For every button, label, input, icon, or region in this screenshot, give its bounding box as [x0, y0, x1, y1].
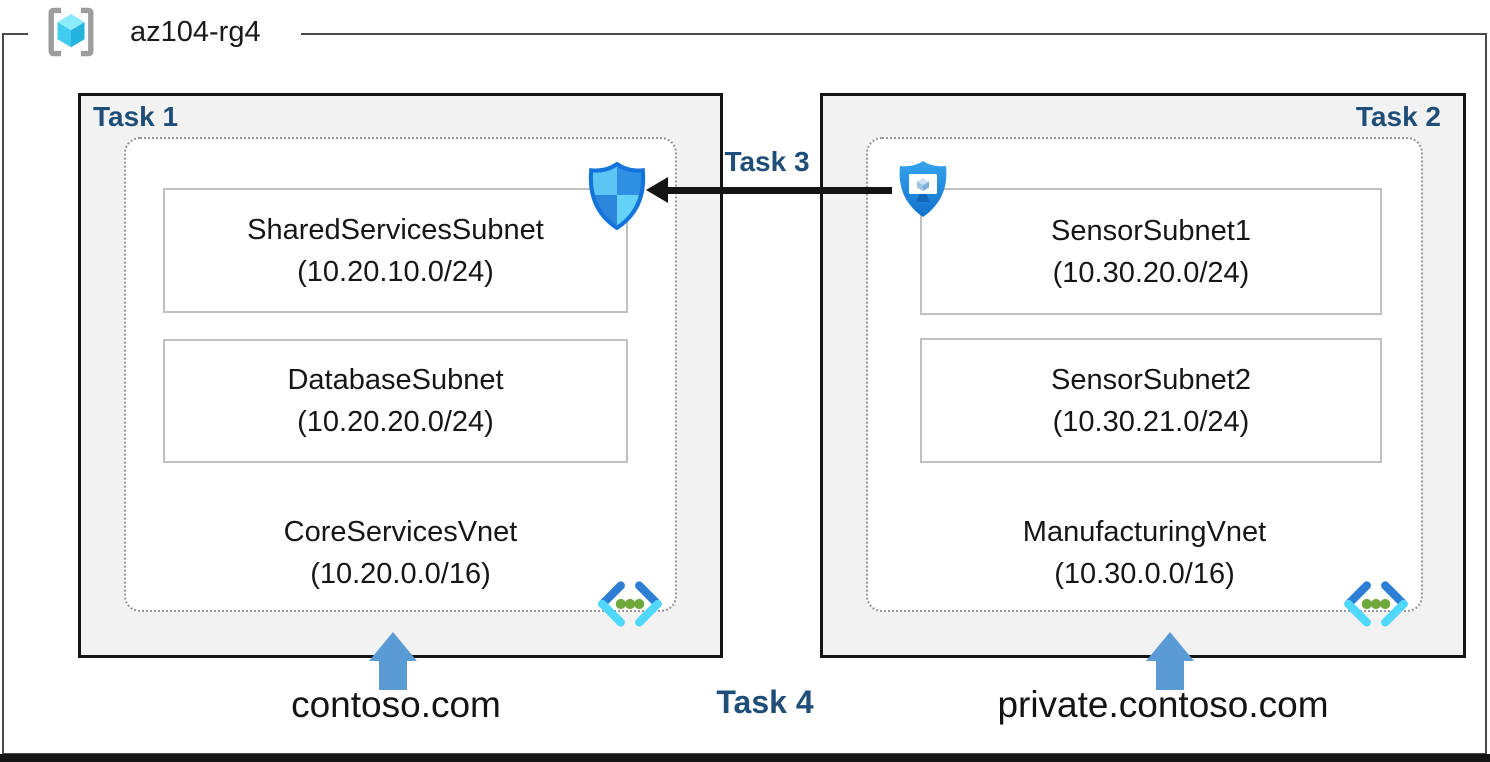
- defender-vm-shield-icon: [899, 161, 947, 217]
- arrow-shaft: [1156, 660, 1184, 690]
- resource-group-icon: [48, 7, 94, 57]
- vnet-name: ManufacturingVnet: [1022, 516, 1267, 548]
- dns-zone-label-right: private.contoso.com: [997, 684, 1329, 725]
- virtual-network-icon: [1344, 581, 1408, 627]
- arrow-head-icon: [369, 632, 417, 661]
- subnet-shared-services: SharedServicesSubnet (10.20.10.0/24): [163, 188, 628, 313]
- bottom-border-bar: [0, 754, 1490, 762]
- dns-arrow-right: [1146, 632, 1194, 690]
- subnet-name: SensorSubnet1: [1051, 214, 1251, 247]
- vnet-cidr: (10.30.0.0/16): [1054, 558, 1235, 590]
- vnet-name-label: CoreServicesVnet (10.20.0.0/16): [126, 511, 675, 595]
- resource-group-name: az104-rg4: [130, 15, 261, 48]
- task1-label: Task 1: [93, 101, 179, 132]
- arrow-head-icon: [646, 177, 668, 203]
- subnet-name: DatabaseSubnet: [287, 364, 504, 396]
- peering-arrow: [646, 177, 892, 203]
- vnet-name: CoreServicesVnet: [283, 516, 518, 548]
- vnet-name-label: ManufacturingVnet (10.30.0.0/16): [868, 511, 1421, 595]
- resource-group-legend: az104-rg4: [28, 0, 301, 64]
- subnet-name: SharedServicesSubnet: [247, 213, 544, 246]
- subnet-name: SensorSubnet2: [1051, 363, 1251, 396]
- subnet-database: DatabaseSubnet (10.20.20.0/24): [163, 339, 628, 463]
- subnet-cidr: (10.30.21.0/24): [1052, 405, 1250, 438]
- virtual-network-icon: [598, 581, 662, 627]
- arrow-shaft: [666, 187, 892, 194]
- vnet-cidr: (10.20.0.0/16): [310, 558, 491, 590]
- vnet-manufacturing: SensorSubnet1 (10.30.20.0/24) SensorSubn…: [866, 137, 1423, 627]
- network-security-shield-icon: [588, 162, 646, 230]
- task4-label: Task 4: [716, 684, 814, 720]
- subnet-cidr: (10.30.20.0/24): [1052, 256, 1250, 289]
- vnet-core-services: SharedServicesSubnet (10.20.10.0/24) Dat…: [124, 137, 677, 627]
- dns-zone-label-left: contoso.com: [291, 684, 501, 725]
- subnet-sensor2: SensorSubnet2 (10.30.21.0/24): [920, 338, 1382, 463]
- subnet-cidr: (10.20.10.0/24): [297, 255, 494, 288]
- arrow-head-icon: [1146, 632, 1194, 661]
- subnet-sensor1: SensorSubnet1 (10.30.20.0/24): [920, 188, 1382, 315]
- arrow-shaft: [379, 660, 407, 690]
- task2-label: Task 2: [1355, 101, 1441, 132]
- dns-arrow-left: [369, 632, 417, 690]
- subnet-cidr: (10.20.20.0/24): [297, 406, 494, 438]
- task3-label: Task 3: [724, 146, 810, 177]
